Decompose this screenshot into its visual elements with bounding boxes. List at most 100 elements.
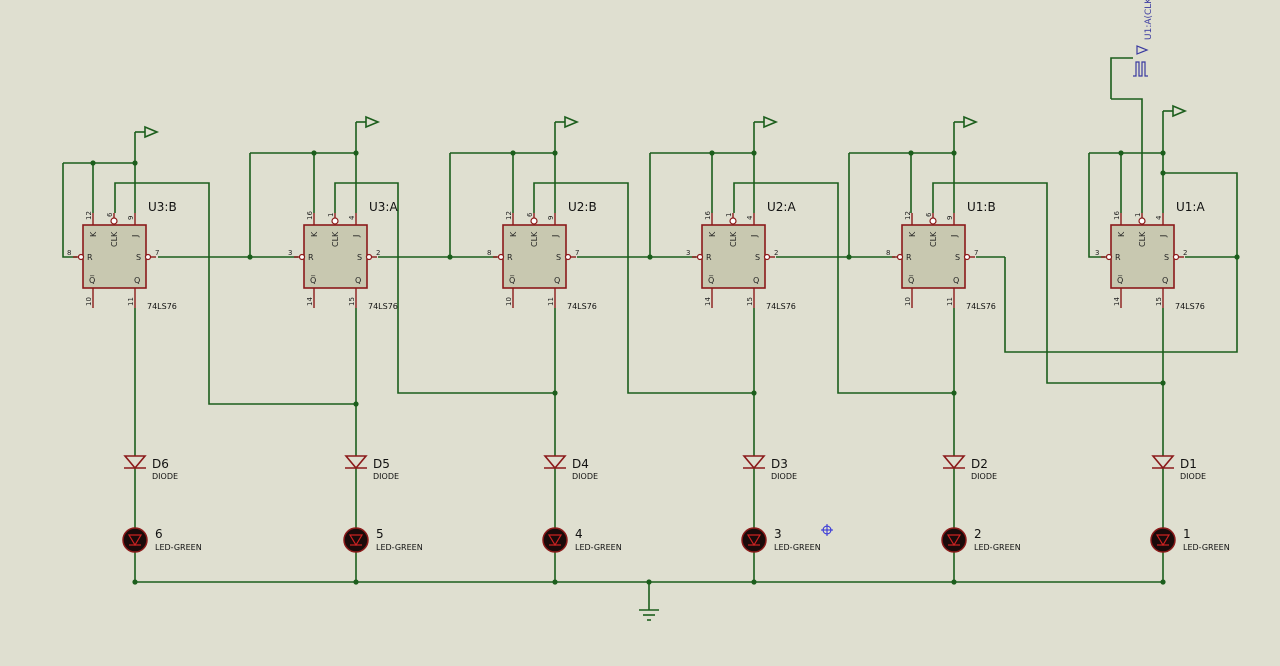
- reset-wire[interactable]: [649, 153, 696, 258]
- pin-label: J: [750, 235, 759, 238]
- pin-label: R: [706, 253, 712, 262]
- u1-feedback-wire[interactable]: [1004, 172, 1238, 353]
- pin-number: 8: [487, 249, 491, 257]
- pin-number: 4: [348, 215, 356, 220]
- power-terminal-icon[interactable]: [356, 115, 381, 129]
- pin-label: S: [1164, 253, 1169, 262]
- reset-wire[interactable]: [449, 153, 497, 258]
- junction-dot: [751, 150, 757, 156]
- reset-wire[interactable]: [848, 153, 895, 258]
- clock-feedback-wire[interactable]: [114, 182, 356, 405]
- clock-feedback-wire[interactable]: [334, 182, 555, 394]
- pin-label: Q̅: [708, 275, 714, 285]
- led-icon: [1150, 527, 1176, 553]
- pin-number: 10: [505, 297, 513, 306]
- pin-label: Q̅: [1117, 275, 1123, 285]
- junction-dot: [552, 390, 558, 396]
- power-terminal-icon[interactable]: [754, 115, 779, 129]
- diode-icon: [1151, 455, 1175, 470]
- pin-number: 2: [376, 249, 380, 257]
- diode-type: DIODE: [1180, 472, 1206, 481]
- clock-feedback-wire[interactable]: [533, 182, 754, 394]
- pin-number: 12: [904, 211, 912, 220]
- flipflop-part: 74LS76: [567, 302, 597, 311]
- pin-number: 11: [127, 297, 135, 306]
- junction-dot: [1234, 254, 1240, 260]
- power-terminal-icon[interactable]: [135, 125, 160, 139]
- pin-number: 10: [904, 297, 912, 306]
- power-terminal-icon[interactable]: [1163, 104, 1188, 118]
- pin-number: 14: [1113, 297, 1121, 306]
- pin-label: J: [131, 235, 140, 238]
- flipflop-ref: U2:A: [767, 200, 796, 214]
- flipflop-part: 74LS76: [147, 302, 177, 311]
- junction-dot: [247, 254, 253, 260]
- clock-feedback-wire[interactable]: [932, 182, 1163, 384]
- pin-number: 16: [306, 211, 314, 220]
- pin-number: 6: [106, 212, 114, 217]
- u1a-clock-wire[interactable]: [1111, 98, 1143, 213]
- clock-generator[interactable]: U1:A(CLK): [1110, 0, 1154, 99]
- diode-type: DIODE: [572, 472, 598, 481]
- chip-body: [502, 224, 567, 289]
- power-terminal-icon[interactable]: [954, 115, 979, 129]
- reset-wire[interactable]: [249, 153, 298, 258]
- junction-dot: [510, 150, 516, 156]
- flipflop-part: 74LS76: [368, 302, 398, 311]
- pin-label: J: [352, 235, 361, 238]
- pin-label: K: [310, 231, 319, 237]
- flipflop-ref: U1:A: [1176, 200, 1205, 214]
- led-icon: [343, 527, 369, 553]
- flipflop-ref: U2:B: [568, 200, 597, 214]
- led-type: LED-GREEN: [155, 543, 202, 552]
- diode-ref: D3: [771, 457, 788, 471]
- pin-number: 3: [686, 249, 690, 257]
- clock-feedback-wire[interactable]: [733, 182, 954, 394]
- pin-number: 10: [85, 297, 93, 306]
- pin-number: 16: [1113, 211, 1121, 220]
- junction-dot: [1160, 380, 1166, 386]
- flipflop-ref: U1:B: [967, 200, 996, 214]
- diode-ref: D4: [572, 457, 589, 471]
- junction-dot: [353, 150, 359, 156]
- reset-wire[interactable]: [1088, 153, 1105, 258]
- diode-icon: [344, 455, 368, 470]
- pin-label: Q̅: [509, 275, 515, 285]
- pin-number: 4: [1155, 215, 1163, 220]
- junction-dot: [951, 579, 957, 585]
- diode-icon: [123, 455, 147, 470]
- clock-generator-icon: [1133, 61, 1148, 77]
- ground-icon[interactable]: [639, 609, 659, 621]
- pin-number: 8: [886, 249, 890, 257]
- pin-label: R: [87, 253, 93, 262]
- reset-wire[interactable]: [62, 163, 77, 258]
- led-icon: [122, 527, 148, 553]
- pin-label: R: [1115, 253, 1121, 262]
- junction-dot: [646, 579, 652, 585]
- pin-number: 1: [725, 213, 733, 217]
- junction-dot: [1160, 150, 1166, 156]
- pin-number: 11: [946, 297, 954, 306]
- power-terminal-icon[interactable]: [555, 115, 580, 129]
- pin-label: R: [308, 253, 314, 262]
- pin-label: Q: [134, 276, 140, 285]
